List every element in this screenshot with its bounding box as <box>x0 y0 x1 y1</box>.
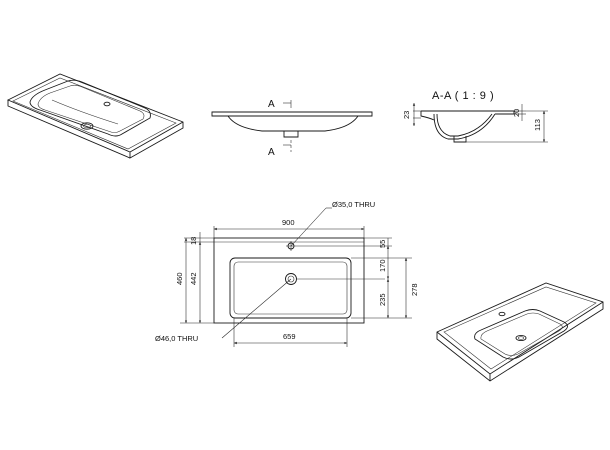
dim-back-edge: 18 <box>189 237 198 245</box>
drain-hole-callout: Ø46,0 THRU <box>155 334 198 343</box>
dim-inner-depth: 442 <box>189 272 198 285</box>
section-marker-top: A <box>268 99 275 110</box>
section-view: A-A ( 1 : 9 ) 23 20 113 <box>402 90 548 143</box>
dim-bowl-depth: 278 <box>410 283 419 296</box>
dim-tap-offset: 55 <box>378 240 387 248</box>
front-elevation-view: A A <box>211 99 373 158</box>
plan-view: 900 460 442 18 55 170 235 278 659 Ø35,0 … <box>155 200 419 347</box>
section-marker-bottom: A <box>268 147 275 158</box>
dim-bowl-bottom: 235 <box>378 293 387 306</box>
dim-bowl-top: 170 <box>378 259 387 272</box>
dim-width: 900 <box>282 218 295 227</box>
section-title: A-A ( 1 : 9 ) <box>432 90 494 102</box>
tap-hole-callout: Ø35,0 THRU <box>332 200 375 209</box>
dim-depth: 460 <box>175 272 184 285</box>
iso-view-top-left <box>6 73 184 159</box>
dim-section-height: 113 <box>533 119 542 131</box>
dim-section-rim: 20 <box>512 109 521 117</box>
dim-section-lip: 23 <box>402 111 411 119</box>
iso-view-bottom-right <box>436 282 604 382</box>
dim-bowl-width: 659 <box>283 332 296 341</box>
